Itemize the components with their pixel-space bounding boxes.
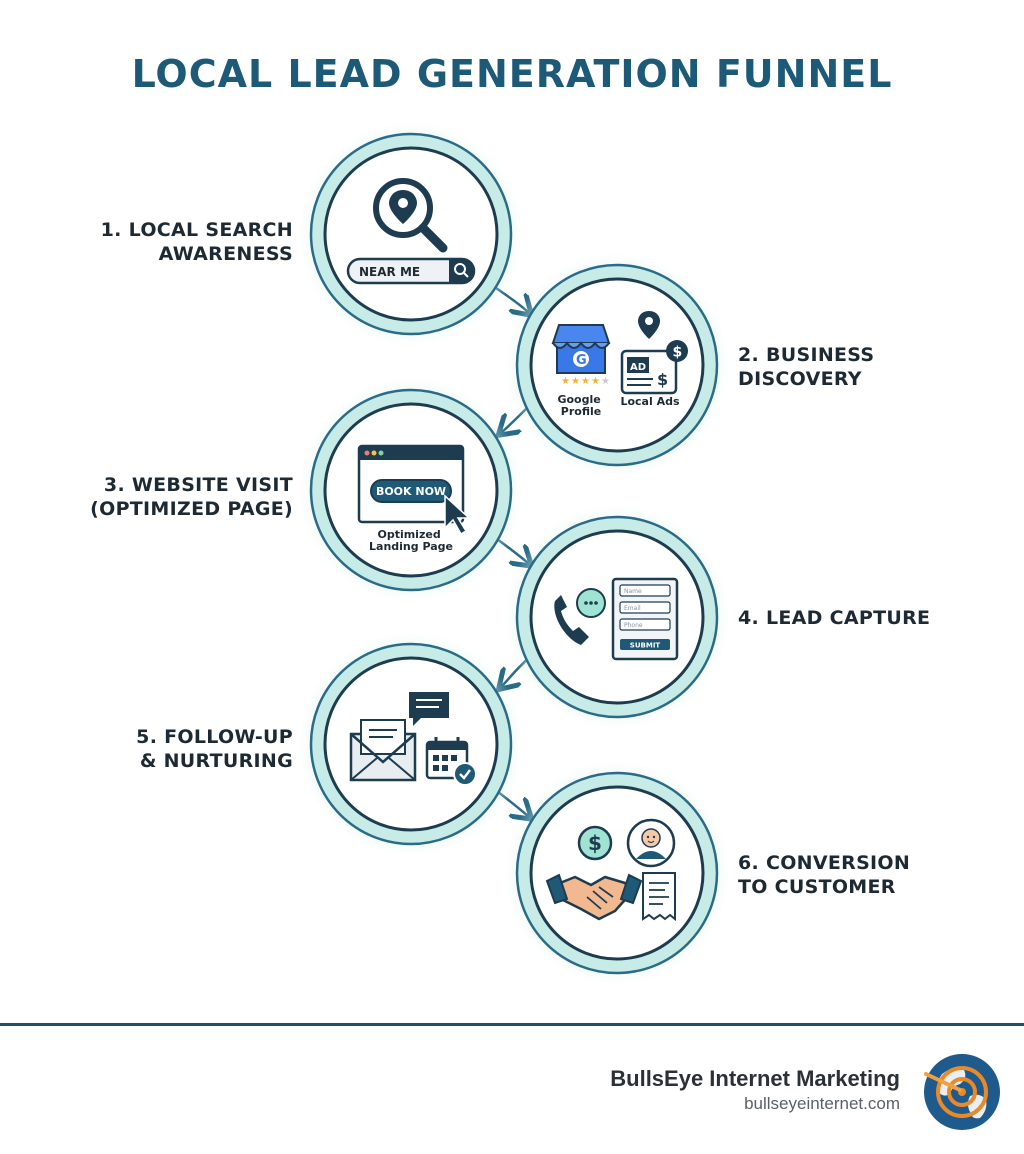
ad-badge-text: AD [630, 362, 646, 373]
landing-page-caption: Optimized Landing Page [369, 528, 453, 553]
svg-text:$: $ [657, 370, 668, 389]
step-3-circle: BOOK NOW Optimized Landing Page [299, 378, 523, 602]
form-field-placeholder: Email [624, 605, 641, 612]
receipt-icon [642, 872, 676, 922]
handshake-icon [545, 873, 643, 921]
message-icon [409, 692, 449, 726]
step-6-circle: $ [505, 761, 729, 985]
magnifier-pin-icon [373, 178, 448, 253]
star-icon: ★ [561, 376, 570, 387]
search-icon [454, 263, 469, 278]
brand-name: BullsEye Internet Marketing [610, 1066, 900, 1091]
step-2-label: 2. BUSINESS DISCOVERY [738, 344, 875, 390]
browser-window-icon: BOOK NOW [357, 444, 465, 524]
local-ads-label: Local Ads [620, 395, 679, 408]
step-5-label: 5. FOLLOW-UP & NURTURING [136, 726, 293, 772]
star-icon: ★ [591, 376, 600, 387]
star-icon: ★ [571, 376, 580, 387]
rating-stars: ★★★★★ [561, 376, 610, 387]
chat-bubble-icon [576, 588, 606, 618]
dollar-coin-icon: $ [577, 825, 613, 861]
form-field-placeholder: Name [624, 588, 642, 595]
step-3-label: 3. WEBSITE VISIT (OPTIMIZED PAGE) [90, 474, 293, 520]
form-field-placeholder: Phone [624, 622, 643, 629]
phone-icon [554, 595, 589, 645]
step-5-circle [299, 632, 523, 856]
funnel-diagram: NEAR ME G ★★★★★ Google Profile [299, 122, 729, 985]
step-4-label: 4. LEAD CAPTURE [738, 607, 931, 629]
star-icon: ★ [601, 376, 610, 387]
form-field [619, 584, 671, 597]
google-profile-label: Google Profile [557, 393, 604, 418]
brand-url[interactable]: bullseyeinternet.com [744, 1094, 900, 1113]
footer-divider [0, 1023, 1024, 1026]
star-icon: ★ [581, 376, 590, 387]
form-field [619, 618, 671, 631]
cursor-icon [444, 494, 471, 536]
local-ads-icon: AD $ $ [620, 340, 688, 395]
step-1-circle: NEAR ME [299, 122, 523, 346]
envelope-icon [349, 719, 417, 782]
customer-avatar-icon [626, 818, 676, 868]
google-store-icon: G [551, 324, 611, 374]
svg-text:G: G [576, 353, 587, 368]
search-bar-text: NEAR ME [359, 265, 420, 279]
pin-icon [638, 311, 660, 339]
submit-button: SUBMIT [630, 642, 661, 650]
form-field [619, 601, 671, 614]
search-bar: NEAR ME [346, 257, 476, 285]
svg-text:$: $ [673, 345, 683, 361]
bullseye-globe-logo-icon [924, 1054, 1000, 1130]
book-now-button: BOOK NOW [376, 485, 446, 498]
step-1-label: 1. LOCAL SEARCH AWARENESS [100, 219, 293, 265]
svg-text:$: $ [588, 831, 602, 855]
step-6-label: 6. CONVERSION TO CUSTOMER [738, 852, 911, 898]
step-2-circle: G ★★★★★ Google Profile AD $ $ Local Ads [505, 253, 729, 477]
calendar-check-icon [425, 737, 477, 786]
footer-brand: BullsEye Internet Marketing bullseyeinte… [610, 1066, 900, 1114]
page-title: LOCAL LEAD GENERATION FUNNEL [131, 52, 893, 96]
